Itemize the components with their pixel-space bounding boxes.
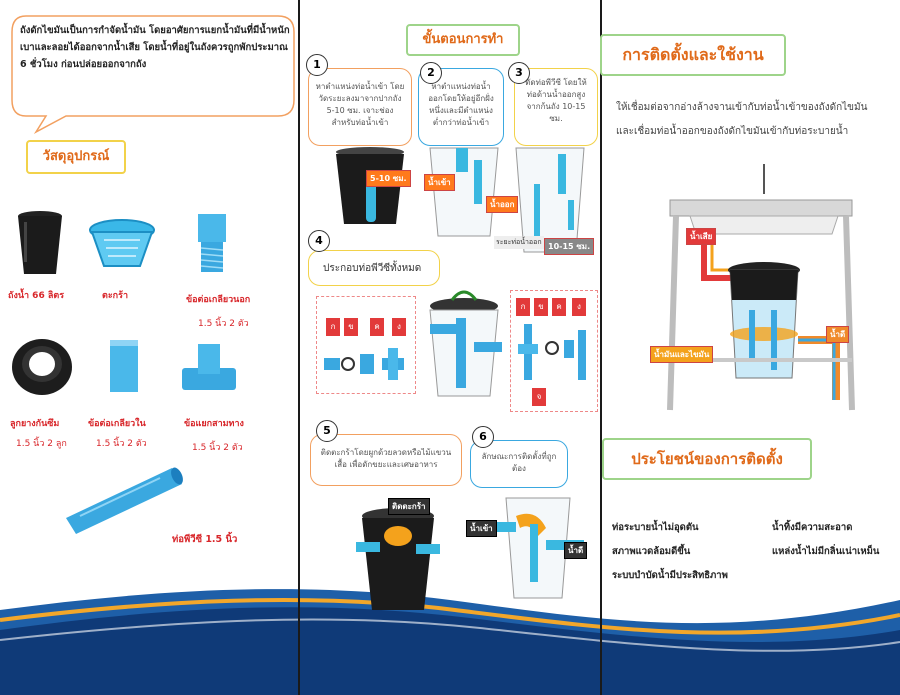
rubber-seal-icon [12, 339, 72, 395]
step-3-text: ตัดท่อพีวีซี โดยให้ท่อด้านน้ำออกสูงจากก้… [525, 78, 587, 123]
step-6-illustration [480, 497, 584, 599]
part-label-kho: ข [344, 318, 358, 336]
step-4-parts-frame-2 [510, 290, 598, 412]
part-label-kho2-2: ค [552, 298, 566, 316]
install-text: ให้เชื่อมต่อจากอ่างล้างจานเข้ากับท่อน้ำเ… [616, 102, 868, 137]
step-6-number: 6 [472, 426, 494, 448]
column-divider-left [298, 0, 300, 695]
part-label-kho-2: ข [534, 298, 548, 316]
material-qty-male-adapter: 1.5 นิ้ว 2 ตัว [198, 319, 249, 329]
step-4-parts-illustration [324, 348, 404, 380]
step-3-box: ตัดท่อพีวีซี โดยให้ท่อด้านน้ำออกสูงจากก้… [514, 68, 598, 146]
material-name-basket: ตะกร้า [102, 291, 129, 301]
step-6-box: ลักษณะการติดตั้งที่ถูกต้อง [470, 440, 568, 488]
part-label-kho2: ค [370, 318, 384, 336]
footer-wave [0, 589, 900, 695]
step-4-parts-frame [316, 296, 416, 394]
step-2-text: หาตำแหน่งท่อน้ำออกโดยให้อยู่อีกฝั่งหนึ่ง… [428, 82, 494, 127]
step-6-out-label: น้ำดี [564, 542, 588, 559]
step-5-text: ติดตะกร้าโดยผูกด้วยลวดหรือไม้แขวนเสื้อ เ… [320, 448, 452, 469]
material-qty-rubber-seal: 1.5 นิ้ว 2 ลูก [16, 439, 67, 449]
step-5-illustration [356, 508, 440, 610]
benefit-item: ท่อระบายน้ำไม่อุดตัน [612, 522, 699, 533]
diagram-good-label: น้ำดี [826, 326, 850, 343]
bucket-66l-icon [18, 211, 62, 274]
part-label-ka: ก [326, 318, 340, 336]
diagram-waste-label: น้ำเสีย [686, 228, 717, 245]
step-4-parts-illustration-2 [518, 324, 586, 380]
step-4-box: ประกอบท่อพีวีซีทั้งหมด [308, 250, 440, 286]
step-2-illustration [429, 147, 499, 237]
step-1-dim-label: 5-10 ซม. [366, 170, 411, 187]
material-name-rubber-seal: ลูกยางกันซึม [10, 419, 60, 429]
benefit-item: สภาพแวดล้อมดีขึ้น [612, 546, 691, 557]
step-2-number: 2 [420, 62, 442, 84]
male-adapter-icon [198, 214, 226, 272]
step-1-text: หาตำแหน่งท่อน้ำเข้า โดยวัดระยะลงมาจากปาก… [315, 82, 405, 127]
step-5-number: 5 [316, 420, 338, 442]
material-name-male-adapter: ข้อต่อเกลียวนอก [186, 295, 251, 305]
material-name-pvc-pipe: ท่อพีวีซี 1.5 นิ้ว [172, 534, 238, 545]
step-3-illustration [515, 147, 585, 253]
column-divider-right [600, 0, 602, 695]
benefit-item: น้ำทิ้งมีความสะอาด [772, 522, 853, 533]
material-qty-female-adapter: 1.5 นิ้ว 2 ตัว [96, 439, 147, 449]
step-6-text: ลักษณะการติดตั้งที่ถูกต้อง [481, 452, 557, 473]
step-4-number: 4 [308, 230, 330, 252]
material-name-female-adapter: ข้อต่อเกลียวใน [88, 419, 146, 429]
pvc-pipe-icon [66, 467, 183, 534]
step-4-text: ประกอบท่อพีวีซีทั้งหมด [323, 263, 422, 274]
step-1-box: หาตำแหน่งท่อน้ำเข้า โดยวัดระยะลงมาจากปาก… [308, 68, 412, 146]
basket-icon [89, 219, 155, 267]
intro-speech-bubble [11, 15, 295, 134]
part-label-ka-2: ก [516, 298, 530, 316]
installation-diagram [667, 164, 855, 411]
install-title-box: การติดตั้งและใช้งาน [600, 34, 786, 76]
diagram-oil-label: น้ำมันและไขมัน [650, 346, 714, 363]
step-1-illustration [336, 147, 404, 224]
female-adapter-icon [110, 340, 138, 392]
step-1-number: 1 [306, 54, 328, 76]
benefit-title-box: ประโยชน์ของการติดตั้ง [602, 438, 812, 480]
step-6-in-label: น้ำเข้า [466, 520, 497, 537]
steps-title-box: ขั้นตอนการทำ [406, 24, 520, 56]
tee-fitting-icon [182, 344, 236, 390]
step-3-number: 3 [508, 62, 530, 84]
step-2-in-label: น้ำเข้า [424, 174, 455, 191]
intro-text: ถังดักไขมันเป็นการกำจัดน้ำมัน โดยอาศัยกา… [20, 25, 290, 70]
step-4-assembled-illustration [429, 290, 502, 397]
step-3-pipe-label: ระยะท่อน้ำออก [494, 236, 544, 249]
part-label-ngo: ง [392, 318, 406, 336]
benefit-item: ระบบบำบัดน้ำมีประสิทธิภาพ [612, 570, 728, 581]
benefit-item: แหล่งน้ำไม่มีกลิ่นเน่าเหม็น [772, 546, 880, 557]
material-name-tee: ข้อแยกสามทาง [184, 419, 244, 429]
material-qty-tee: 1.5 นิ้ว 2 ตัว [192, 443, 243, 453]
part-label-cho: จ [532, 388, 546, 406]
step-5-basket-label: ติดตะกร้า [388, 498, 430, 515]
step-3-dim-label: 10-15 ซม. [544, 238, 595, 255]
step-2-box: หาตำแหน่งท่อน้ำออกโดยให้อยู่อีกฝั่งหนึ่ง… [418, 68, 504, 146]
step-5-box: ติดตะกร้าโดยผูกด้วยลวดหรือไม้แขวนเสื้อ เ… [310, 434, 462, 486]
materials-title-box: วัสดุอุปกรณ์ [26, 140, 126, 174]
material-name-bucket: ถังน้ำ 66 ลิตร [8, 291, 65, 301]
step-2-out-label: น้ำออก [486, 196, 519, 213]
part-label-ngo-2: ง [572, 298, 586, 316]
